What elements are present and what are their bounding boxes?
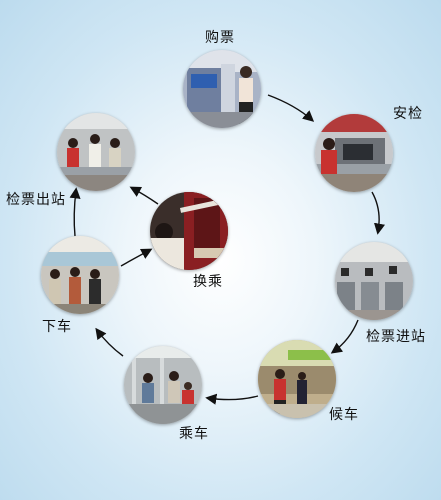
step-label-transfer: 换乘: [193, 274, 223, 290]
arrow-boarding-to-alighting: [95, 327, 124, 357]
arrow-transfer-to-exit: [129, 186, 159, 205]
step-label-purchase: 购票: [205, 30, 235, 46]
arrow-waiting-to-boarding: [205, 393, 259, 405]
arrow-alighting-to-transfer: [120, 248, 153, 267]
step-label-waiting: 候车: [329, 407, 359, 423]
train-interior-photo: [124, 346, 202, 424]
arrow-security-to-entry: [371, 191, 386, 235]
step-label-exit: 检票出站: [6, 192, 66, 208]
step-label-alighting: 下车: [42, 319, 72, 335]
platform-waiting-photo: [258, 340, 336, 418]
arrow-alighting-to-exit: [69, 187, 81, 237]
security-check-photo: [315, 114, 393, 192]
transfer-photo: [150, 192, 228, 270]
arrow-entry-to-waiting: [330, 319, 359, 354]
ticket-purchase-photo: [183, 50, 261, 128]
alighting-photo: [41, 236, 119, 314]
exit-gate-photo: [57, 113, 135, 191]
arrow-purchase-to-security: [267, 94, 315, 122]
entry-gate-photo: [335, 242, 413, 320]
step-label-security: 安检: [393, 106, 423, 122]
step-label-boarding: 乘车: [179, 426, 209, 442]
step-label-entry: 检票进站: [366, 329, 426, 345]
